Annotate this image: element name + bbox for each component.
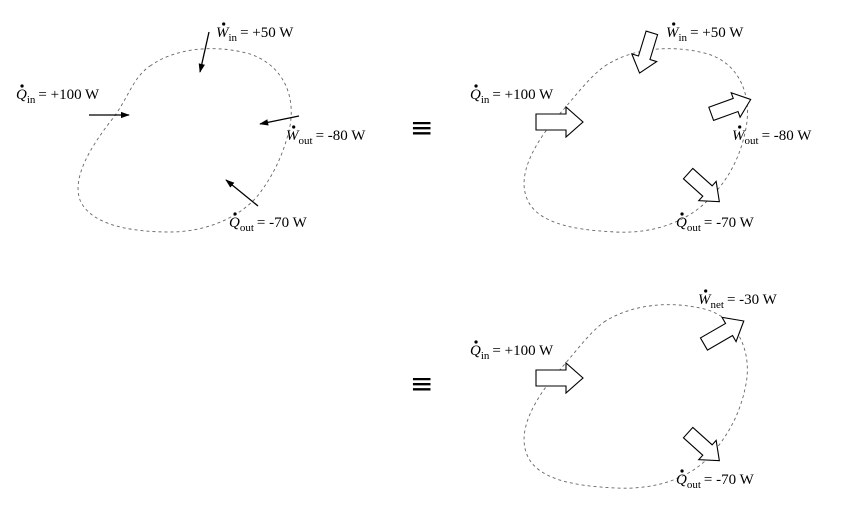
rate-dot-icon <box>474 340 478 344</box>
rate-dot-icon <box>233 212 237 216</box>
w-net-label: Wnet= -30 W <box>698 292 778 311</box>
rate-dot-icon <box>474 84 478 88</box>
equivalence-symbol-top: ≡ <box>410 111 433 144</box>
q-out-block-arrow <box>682 426 720 462</box>
net-work-panel: Wnet= -30 W Qin= +100 W Qout= -70 W <box>470 289 778 491</box>
w-out-block-arrow <box>708 91 752 122</box>
equivalence-symbol-bottom: ≡ <box>410 367 433 400</box>
rate-dot-icon <box>680 212 684 216</box>
q-in-label: Qin= +100 W <box>470 343 554 362</box>
system-boundary <box>523 304 748 489</box>
w-out-label: Wout= -80 W <box>732 128 812 147</box>
rate-dot-icon <box>680 469 684 473</box>
q-in-label: Qin= +100 W <box>470 87 554 106</box>
q-out-block-arrow <box>682 167 720 203</box>
rate-dot-icon <box>704 289 708 293</box>
q-out-arrow <box>225 179 259 207</box>
q-out-label: Qout= -70 W <box>676 472 755 491</box>
rate-dot-icon <box>20 84 24 88</box>
w-in-label: Win= +50 W <box>666 25 744 44</box>
rate-dot-icon <box>672 22 676 26</box>
rate-dot-icon <box>222 22 226 26</box>
rate-dot-icon <box>738 125 742 129</box>
w-in-arrow <box>198 31 210 73</box>
block-arrow-panel: Win= +50 W Qin= +100 W Wout= -80 W Qout=… <box>470 22 812 234</box>
rate-dot-icon <box>292 125 296 129</box>
original-system-panel: Win= +50 W Qin= +100 W Wout= -80 W Qout=… <box>16 22 366 234</box>
w-out-arrow <box>259 115 300 126</box>
system-boundary <box>523 48 748 233</box>
w-in-label: Win= +50 W <box>216 25 294 44</box>
q-in-block-arrow <box>535 105 584 139</box>
w-in-block-arrow <box>630 30 659 74</box>
q-out-label: Qout= -70 W <box>676 215 755 234</box>
w-net-block-arrow <box>699 316 745 351</box>
q-in-block-arrow <box>535 361 584 395</box>
q-out-label: Qout= -70 W <box>229 215 308 234</box>
q-in-label: Qin= +100 W <box>16 87 100 106</box>
system-boundary <box>77 48 292 233</box>
w-out-label: Wout= -80 W <box>286 128 366 147</box>
